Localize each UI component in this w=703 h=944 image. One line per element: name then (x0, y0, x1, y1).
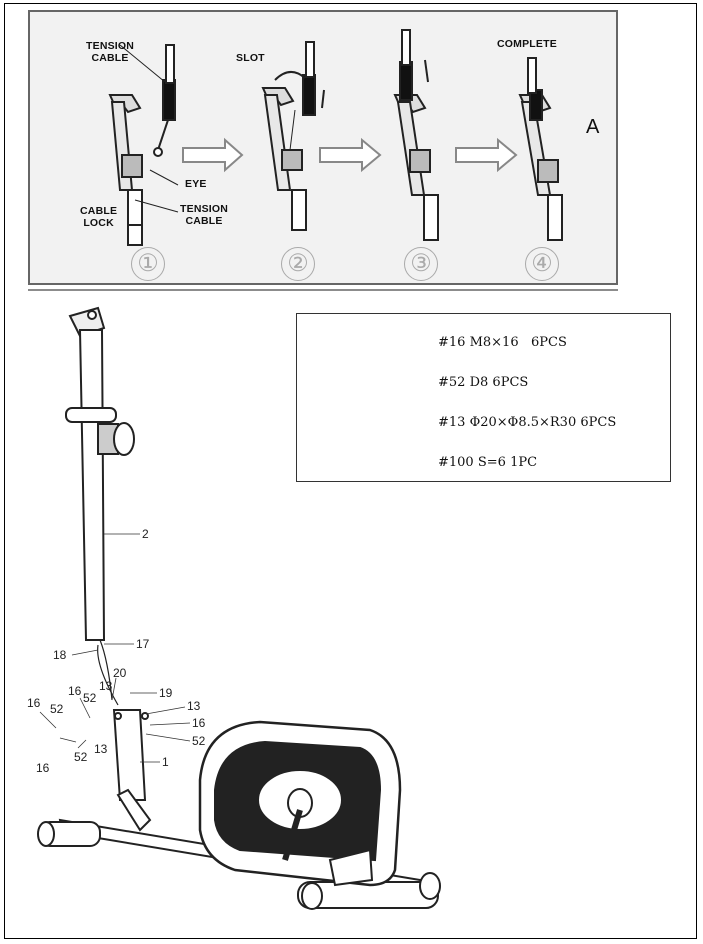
part-qty: 1PC (510, 455, 538, 470)
part-code: #100 (438, 455, 474, 470)
arrow-2 (319, 137, 382, 173)
callout-52-bottom: 52 (74, 750, 88, 764)
part-row-100: #100 S=6 1PC (438, 456, 537, 470)
part-code: #16 (438, 335, 466, 350)
callout-13-top: 13 (99, 679, 113, 693)
callout-1: 1 (162, 755, 169, 769)
part-code: #13 (438, 415, 466, 430)
part-row-13: #13 Φ20×Φ8.5×R30 6PCS (438, 416, 616, 430)
marker-a: A (586, 116, 600, 138)
callout-16-left: 16 (27, 696, 41, 710)
step-number-4: ④ (525, 247, 559, 281)
label-tension-cable-bottom: TENSION CABLE (180, 203, 229, 227)
step-4-assembly (518, 57, 563, 241)
parts-list-box (296, 313, 671, 482)
arrow-3 (455, 137, 518, 173)
arrow-1 (182, 137, 244, 173)
callout-18: 18 (53, 648, 67, 662)
part-qty: 6PCS (580, 415, 617, 430)
callout-17: 17 (136, 637, 150, 651)
step-number-2: ② (281, 247, 315, 281)
step-3-assembly (393, 29, 439, 241)
part-spec: M8×16 (469, 335, 519, 350)
callout-2: 2 (142, 527, 149, 541)
callout-19: 19 (159, 686, 173, 700)
callout-16-right: 16 (192, 716, 206, 730)
label-tension-cable-top: TENSION CABLE (86, 40, 135, 64)
step-2-assembly (261, 41, 325, 231)
part-row-52: #52 D8 6PCS (438, 376, 528, 390)
part-qty: 6PCS (531, 335, 567, 350)
callout-13-right: 13 (187, 699, 201, 713)
label-complete: COMPLETE (497, 38, 557, 50)
callout-16-bottom: 16 (36, 761, 50, 775)
callout-52-left: 52 (50, 702, 64, 716)
part-spec: S=6 (477, 455, 506, 470)
callout-16-top: 16 (68, 684, 82, 698)
label-cable-lock: CABLE LOCK (80, 205, 118, 229)
elliptical-main-drawing (37, 306, 441, 910)
page-frame (4, 3, 697, 939)
label-eye: EYE (185, 178, 207, 190)
label-slot: SLOT (236, 52, 265, 64)
part-spec: Φ20×Φ8.5×R30 (469, 415, 577, 430)
callout-20: 20 (113, 666, 127, 680)
part-row-16: #16 M8×16 6PCS (438, 336, 567, 350)
part-spec: D8 (469, 375, 489, 390)
part-qty: 6PCS (492, 375, 529, 390)
step-1-assembly (108, 44, 179, 246)
callout-52-right: 52 (192, 734, 206, 748)
callout-leaders (39, 533, 191, 763)
part-code: #52 (438, 375, 466, 390)
step-number-1: ① (131, 247, 165, 281)
step-number-3: ③ (404, 247, 438, 281)
callout-52-top: 52 (83, 691, 97, 705)
callout-13-bottom: 13 (94, 742, 108, 756)
